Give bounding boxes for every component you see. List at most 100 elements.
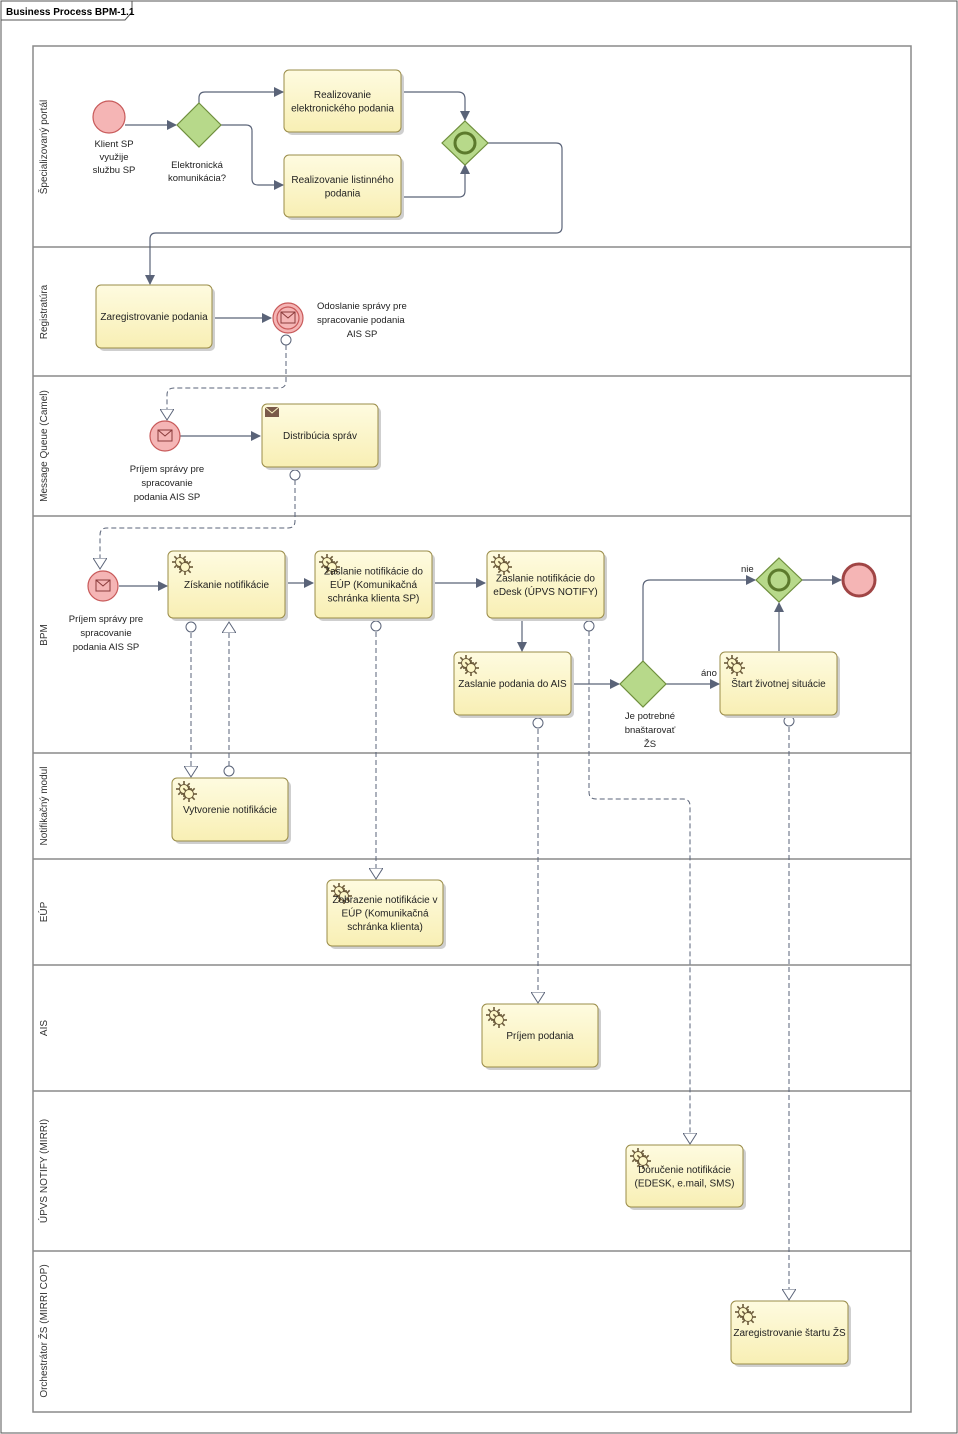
task-send-submission-ais[interactable]: Zaslanie podania do AIS	[453, 651, 574, 718]
task-box	[261, 403, 379, 468]
task-receive-submission[interactable]: Príjem podania	[481, 1003, 601, 1070]
lane-label-ais: AIS	[39, 1020, 50, 1036]
task-label: Zaslanie podania do AIS	[458, 679, 567, 690]
start-event-label: Klient SP využije službu SP	[93, 139, 136, 176]
lane-label-notification-module: Notifikačný modul	[39, 767, 50, 846]
task-obtain-notification[interactable]: Získanie notifikácie	[167, 550, 288, 621]
lane-label-bpm: BPM	[39, 624, 50, 646]
msgflow-source	[223, 765, 235, 777]
task-box	[283, 154, 402, 218]
svg-text:Príjem správy pre: Príjem správy pre	[130, 464, 204, 475]
merge-marker-icon	[767, 568, 791, 592]
task-register-ls-start[interactable]: Zaregistrovanie štartu ŽS	[730, 1300, 851, 1367]
message-receive-bpm-label: Príjem správy pre spracovanie podania AI…	[69, 614, 143, 653]
task-label: Štart životnej situácie	[731, 677, 826, 690]
gear-icon	[458, 655, 479, 676]
task-start-life-situation[interactable]: Štart životnej situácie	[719, 651, 840, 718]
task-label: Distribúcia správ	[283, 431, 357, 442]
flow-label-no: nie	[741, 564, 754, 575]
svg-text:službu SP: službu SP	[93, 165, 136, 176]
envelope-icon	[280, 311, 296, 324]
gateway-electronic[interactable]	[176, 102, 222, 148]
svg-text:komunikácia?: komunikácia?	[168, 173, 226, 184]
merge-marker-icon	[453, 131, 477, 155]
diagram-title: Business Process BPM-1.1	[6, 7, 135, 18]
flow-electronic-to-merge	[401, 91, 470, 121]
task-box	[625, 1144, 744, 1208]
flow-gateway-to-paper	[221, 124, 284, 190]
task-label: Príjem podania	[506, 1031, 574, 1042]
gateway-merge-bpm[interactable]	[755, 557, 803, 603]
msgflow-source	[532, 717, 544, 729]
message-send-label: Odoslanie správy pre spracovanie podania…	[317, 301, 407, 340]
svg-text:Odoslanie správy pre: Odoslanie správy pre	[317, 301, 407, 312]
gear-icon	[486, 1007, 507, 1028]
task-box	[171, 777, 289, 842]
task-box	[314, 550, 433, 619]
svg-text:ŽS: ŽS	[644, 739, 656, 750]
task-box	[486, 550, 605, 619]
msgflow-source	[185, 621, 197, 633]
svg-text:využije: využije	[99, 152, 128, 163]
gear-icon	[319, 554, 340, 575]
lane-label-eup: EÚP	[37, 901, 50, 922]
lane-label-message-queue: Message Queue (Camel)	[39, 390, 50, 502]
flow-paper-to-merge	[401, 164, 470, 198]
task-create-notification[interactable]: Vytvorenie notifikácie	[171, 777, 291, 844]
task-label: eDesk (ÚPVS NOTIFY)	[493, 585, 597, 598]
task-label: podania	[325, 188, 361, 199]
message-receive-mq-label: Príjem správy pre spracovanie podania AI…	[130, 464, 204, 503]
task-label: elektronického podania	[291, 103, 394, 114]
msgflow-source	[583, 620, 595, 632]
gear-icon	[172, 554, 193, 575]
task-box	[95, 284, 213, 349]
msgflow-send-to-mq	[167, 345, 287, 420]
gear-icon	[176, 781, 197, 802]
flow-gateway-to-electronic	[198, 87, 284, 104]
task-box	[481, 1003, 599, 1068]
task-box	[453, 651, 572, 716]
task-paper-submission[interactable]: Realizovanie listinného podania	[283, 154, 404, 220]
lane-label-specialized-portal: Špecializovaný portál	[37, 100, 50, 195]
svg-text:Elektronická: Elektronická	[171, 160, 223, 171]
gateway-life-situation[interactable]	[619, 660, 667, 708]
task-box	[326, 879, 444, 947]
task-label: Vytvorenie notifikácie	[183, 805, 278, 816]
gear-icon	[630, 1148, 651, 1169]
svg-text:spracovanie podania: spracovanie podania	[317, 315, 405, 326]
start-event[interactable]	[92, 100, 126, 134]
svg-text:spracovanie: spracovanie	[80, 628, 131, 639]
task-label: Zaslanie notifikácie do	[496, 573, 595, 584]
msgflow-source	[289, 469, 301, 481]
svg-text:Príjem správy pre: Príjem správy pre	[69, 614, 143, 625]
svg-text:AIS SP: AIS SP	[347, 329, 378, 340]
gear-icon	[331, 883, 352, 904]
msgflow-mq-to-bpm	[100, 480, 296, 569]
gateway-merge-portal[interactable]	[441, 120, 489, 166]
task-label: (EDESK, e.mail, SMS)	[634, 1178, 734, 1189]
msgflow-source	[280, 334, 292, 346]
task-label: Zaregistrovanie štartu ŽS	[733, 1326, 846, 1339]
task-label: Realizovanie listinného	[291, 175, 394, 186]
task-label: schránka klienta)	[347, 922, 423, 933]
envelope-icon	[95, 579, 111, 592]
task-box	[730, 1300, 849, 1365]
svg-text:podania AIS SP: podania AIS SP	[73, 642, 140, 653]
task-register-submission[interactable]: Zaregistrovanie podania	[95, 284, 215, 351]
task-label: EÚP (Komunikačná	[330, 578, 418, 591]
message-flow-sources	[185, 334, 795, 777]
svg-text:podania AIS SP: podania AIS SP	[134, 492, 201, 503]
gateway-life-situation-label: Je potrebné bnaštarovať ŽS	[625, 711, 676, 750]
svg-text:bnaštarovať: bnaštarovať	[625, 725, 676, 736]
task-deliver-notification[interactable]: Doručenie notifikácie(EDESK, e.mail, SMS…	[625, 1144, 746, 1210]
msgflow-source	[370, 620, 382, 632]
end-event[interactable]	[841, 562, 877, 598]
task-label: EÚP (Komunikačná	[341, 907, 429, 920]
task-message-distribution[interactable]: Distribúcia správ	[261, 403, 381, 470]
